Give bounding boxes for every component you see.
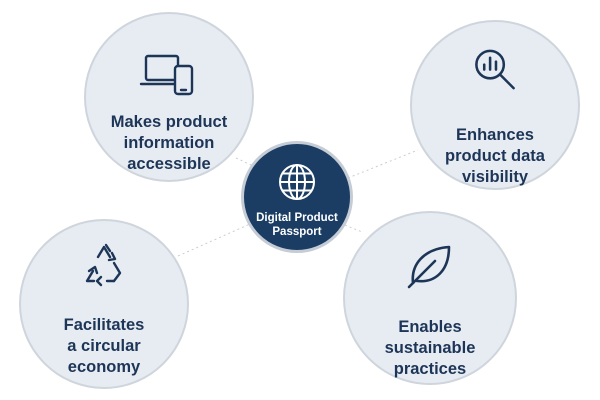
leaf-icon <box>407 245 451 289</box>
benefit-label: Enhances product data visibility <box>445 126 545 186</box>
benefit-label: Enables sustainable practices <box>384 318 476 378</box>
connector-line <box>177 223 251 257</box>
recycle-icon <box>85 243 122 287</box>
benefit-visibility: Enhances product data visibility <box>410 20 580 190</box>
benefit-accessible: Makes product information accessible <box>84 12 254 182</box>
globe-icon <box>279 164 315 200</box>
connector-line <box>344 224 363 233</box>
connector-line <box>347 149 419 179</box>
hub-label: Digital Product Passport <box>256 212 338 238</box>
benefit-sustainable: Enables sustainable practices <box>343 211 517 385</box>
devices-icon <box>139 54 194 96</box>
magnifier-chart-icon <box>475 49 515 90</box>
digital-product-passport-hub: Digital Product Passport <box>241 141 353 253</box>
benefit-label: Facilitates a circular economy <box>63 316 145 376</box>
benefit-circular-economy: Facilitates a circular economy <box>19 219 189 389</box>
benefit-label: Makes product information accessible <box>110 113 228 173</box>
